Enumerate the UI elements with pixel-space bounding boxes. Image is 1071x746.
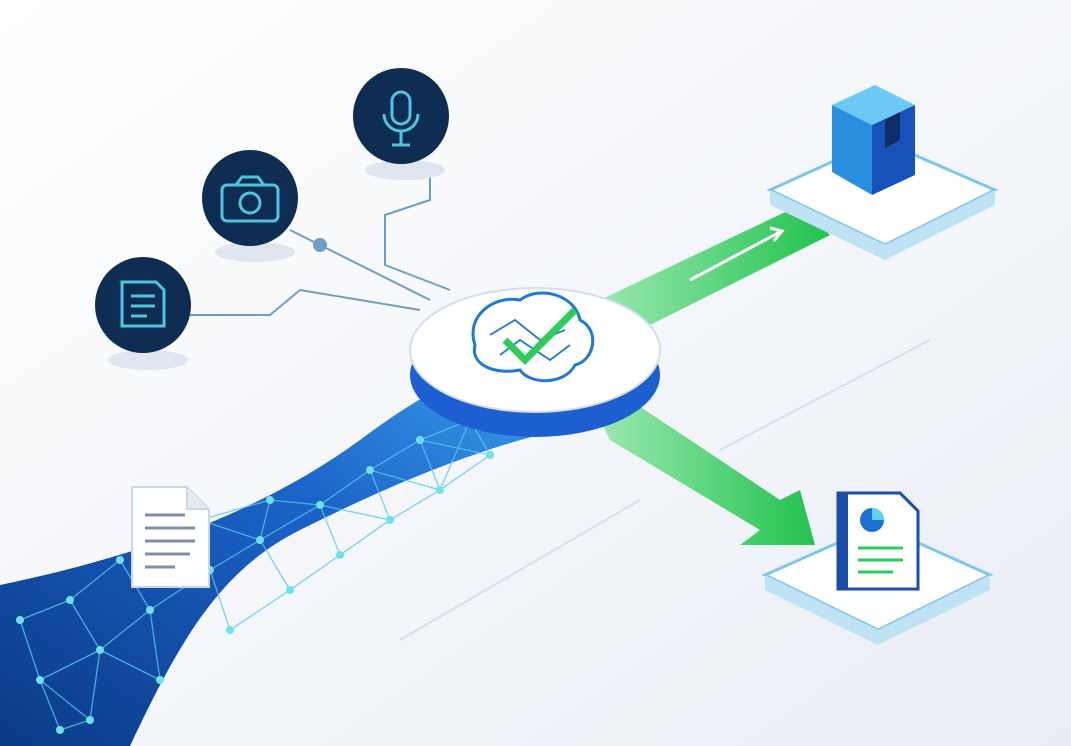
network-link — [439, 454, 491, 491]
network-node — [366, 466, 374, 474]
ai-hub-disc — [409, 287, 661, 437]
network-link — [99, 649, 161, 681]
network-link — [19, 619, 41, 681]
network-node — [36, 676, 44, 684]
network-link — [319, 504, 391, 521]
network-link — [39, 649, 101, 681]
network-node — [116, 556, 124, 564]
network-link — [69, 599, 101, 651]
decorative-lines — [399, 339, 931, 641]
output-report-platform — [761, 491, 994, 645]
network-node — [336, 551, 344, 559]
connector-node — [313, 238, 327, 252]
document-icon — [120, 280, 166, 328]
network-link — [369, 469, 391, 521]
network-link — [39, 679, 61, 731]
network-link — [209, 539, 261, 571]
network-link — [209, 569, 231, 631]
network-link — [419, 439, 491, 456]
network-node — [16, 616, 24, 624]
network-link — [369, 469, 441, 491]
network-node — [416, 436, 424, 444]
network-link — [319, 504, 341, 556]
camera-icon — [220, 175, 280, 223]
network-node — [56, 726, 64, 734]
network-link — [259, 499, 271, 541]
network-link — [89, 649, 101, 721]
network-node — [386, 516, 394, 524]
network-link — [149, 609, 161, 681]
input-camera-circle — [202, 150, 298, 262]
network-node — [286, 586, 294, 594]
network-link — [439, 419, 471, 491]
network-node — [96, 646, 104, 654]
network-link — [59, 719, 91, 731]
package-box-icon — [832, 85, 915, 195]
text-document-icon — [131, 486, 210, 588]
network-link — [229, 589, 291, 631]
network-link — [69, 559, 121, 601]
network-link — [259, 539, 291, 591]
network-link — [289, 554, 341, 591]
network-link — [419, 439, 441, 491]
network-link — [369, 439, 421, 471]
microphone-icon — [382, 90, 420, 147]
network-node — [156, 676, 164, 684]
network-node — [86, 716, 94, 724]
network-node — [146, 606, 154, 614]
network-node — [256, 536, 264, 544]
output-arrow-down — [600, 400, 815, 545]
network-link — [319, 469, 371, 506]
network-link — [389, 489, 441, 521]
output-package-platform — [766, 85, 999, 260]
input-microphone-circle — [353, 68, 449, 180]
network-link — [19, 599, 71, 621]
report-chart-document-icon — [836, 491, 920, 591]
network-link — [339, 519, 391, 556]
network-node — [486, 451, 494, 459]
network-node — [316, 501, 324, 509]
output-arrow-up — [600, 205, 830, 330]
network-node — [66, 596, 74, 604]
network-node — [226, 626, 234, 634]
brain-check-icon — [471, 291, 595, 383]
network-link — [259, 504, 321, 541]
network-link — [199, 499, 271, 521]
network-link — [99, 609, 151, 651]
network-node — [266, 496, 274, 504]
network-node — [436, 486, 444, 494]
input-document-circle — [95, 257, 191, 370]
network-link — [39, 679, 91, 721]
network-link — [269, 499, 321, 506]
